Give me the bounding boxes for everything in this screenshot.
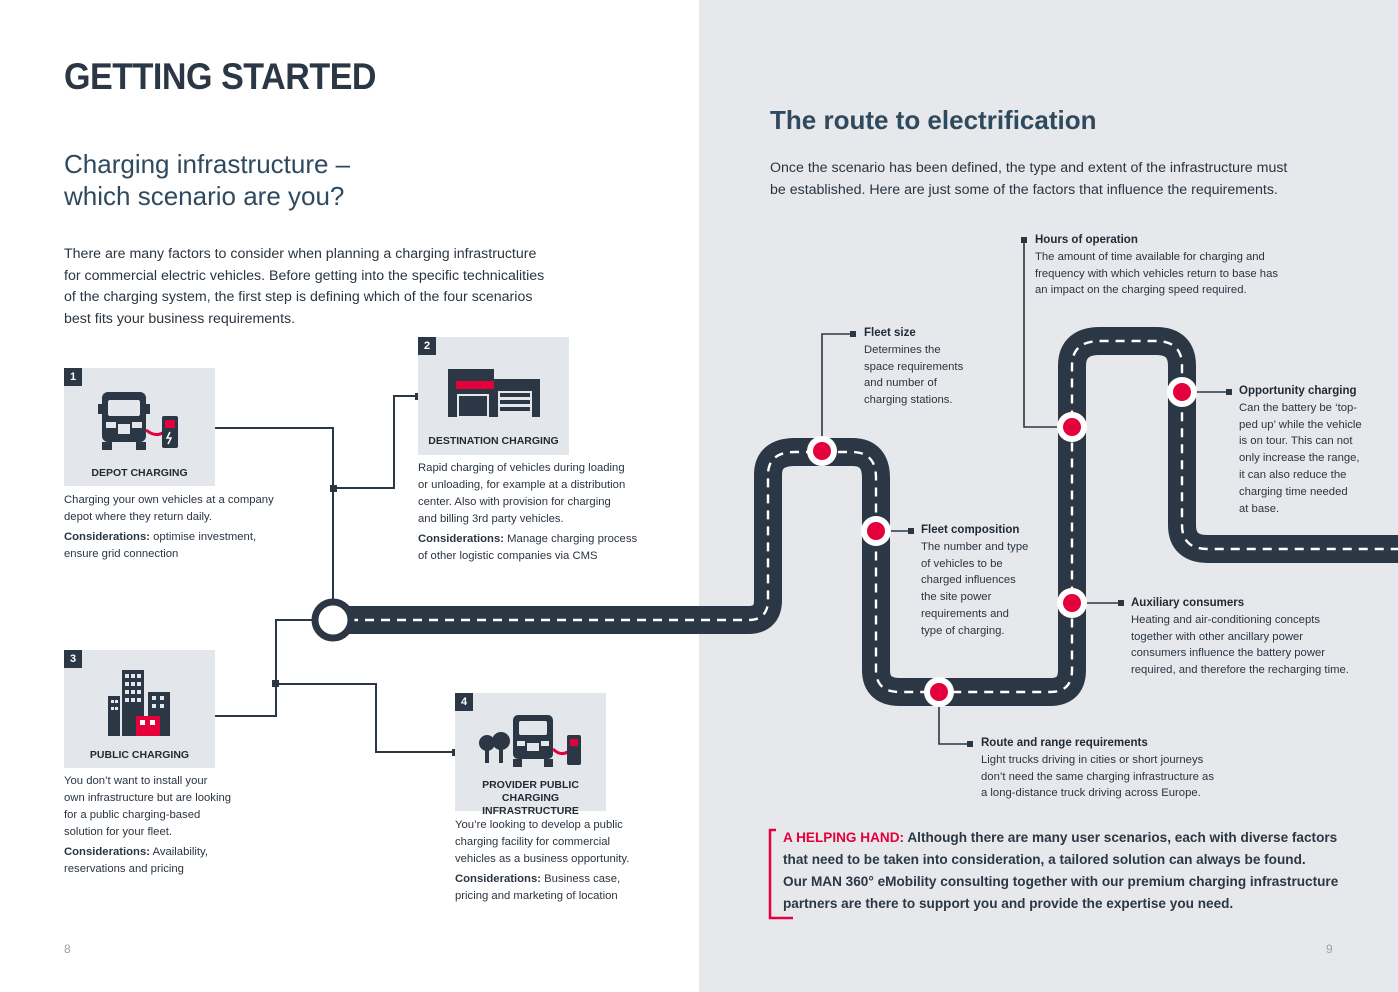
scenario-number-badge: 4 [455, 693, 473, 711]
section-subtitle: Charging infrastructure – which scenario… [64, 149, 351, 211]
public-charging-card: 3 PUBLIC CHARGING [64, 650, 215, 768]
page-number-left: 8 [64, 942, 71, 956]
page-number-right: 9 [1326, 942, 1333, 956]
intro-paragraph: There are many factors to consider when … [64, 246, 545, 327]
helping-hand-callout: A HELPING HAND: Although there are many … [783, 830, 1339, 911]
card-label: DEPOT CHARGING [91, 467, 188, 479]
card-label: PUBLIC CHARGING [89, 749, 190, 761]
route-title: The route to electrification [770, 105, 1097, 135]
factor-route-and-range: Route and range requirements Light truck… [981, 737, 1214, 800]
red-bracket-decoration [768, 828, 793, 920]
card-label: DESTINATION CHARGING [428, 435, 559, 447]
factor-fleet-composition: Fleet composition The number and type of… [921, 524, 1029, 637]
city-buildings-icon [108, 670, 170, 736]
factor-auxiliary-consumers: Auxiliary consumers Heating and air-cond… [1131, 597, 1349, 677]
scenario-number-badge: 3 [64, 650, 82, 668]
factor-fleet-size: Fleet size Determines the space requirem… [864, 327, 964, 407]
trees-truck-charger-icon [479, 715, 581, 767]
route-intro: Once the scenario has been defined, the … [770, 160, 1288, 198]
page-title: GETTING STARTED [64, 56, 377, 97]
destination-description: Rapid charging of vehicles during loadin… [418, 462, 638, 562]
destination-charging-card: 2 DESTINATION CHARGING [418, 337, 569, 455]
right-page-background [699, 0, 1398, 992]
scenario-number-badge: 2 [418, 337, 436, 355]
depot-charging-card: 1 DEPOT CHARGING [64, 368, 215, 486]
scenario-number-badge: 1 [64, 368, 82, 386]
warehouse-icon [448, 369, 540, 417]
factor-opportunity-charging: Opportunity charging Can the battery be … [1239, 385, 1362, 515]
factor-hours-of-operation: Hours of operation The amount of time av… [1035, 234, 1279, 297]
truck-charger-icon [98, 392, 178, 450]
